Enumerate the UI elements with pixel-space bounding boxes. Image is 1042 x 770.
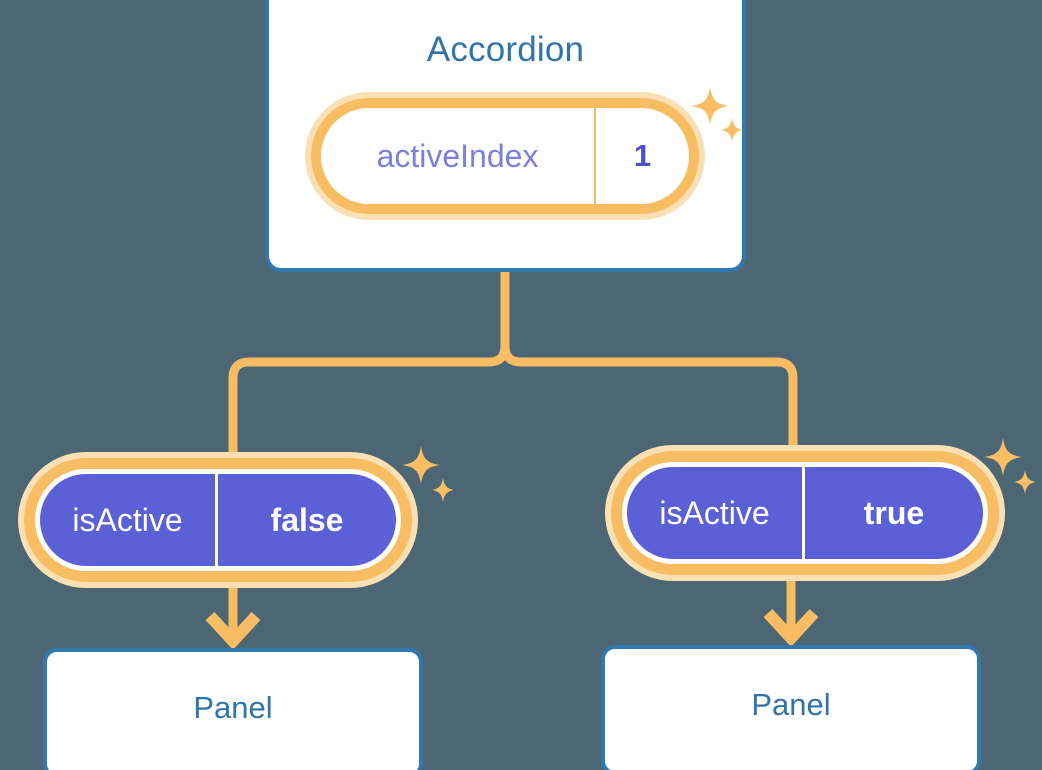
pill-inner: activeIndex 1 bbox=[321, 108, 689, 204]
state-value-label: false bbox=[270, 501, 344, 538]
state-key-label: isActive bbox=[627, 467, 805, 559]
state-value-label: 1 bbox=[633, 138, 652, 173]
panel-title: Panel bbox=[751, 687, 831, 722]
accordion-title: Accordion bbox=[426, 30, 585, 69]
panel-card-right: Panel bbox=[601, 645, 981, 770]
state-pill-isactive-false[interactable]: isActive false bbox=[18, 452, 418, 588]
state-pill-isactive-true[interactable]: isActive true bbox=[605, 445, 1005, 581]
pill-fill: isActive true bbox=[627, 467, 983, 559]
state-key-label: isActive bbox=[40, 474, 218, 566]
panel-title: Panel bbox=[193, 690, 273, 725]
panel-card-left: Panel bbox=[43, 648, 423, 770]
state-value-label: true bbox=[863, 494, 925, 531]
state-pill-activeindex[interactable]: activeIndex 1 bbox=[305, 92, 705, 220]
state-key-label: activeIndex bbox=[321, 108, 596, 204]
pill-inner: isActive true bbox=[622, 462, 988, 564]
pill-fill: isActive false bbox=[40, 474, 396, 566]
pill-inner: isActive false bbox=[35, 469, 401, 571]
